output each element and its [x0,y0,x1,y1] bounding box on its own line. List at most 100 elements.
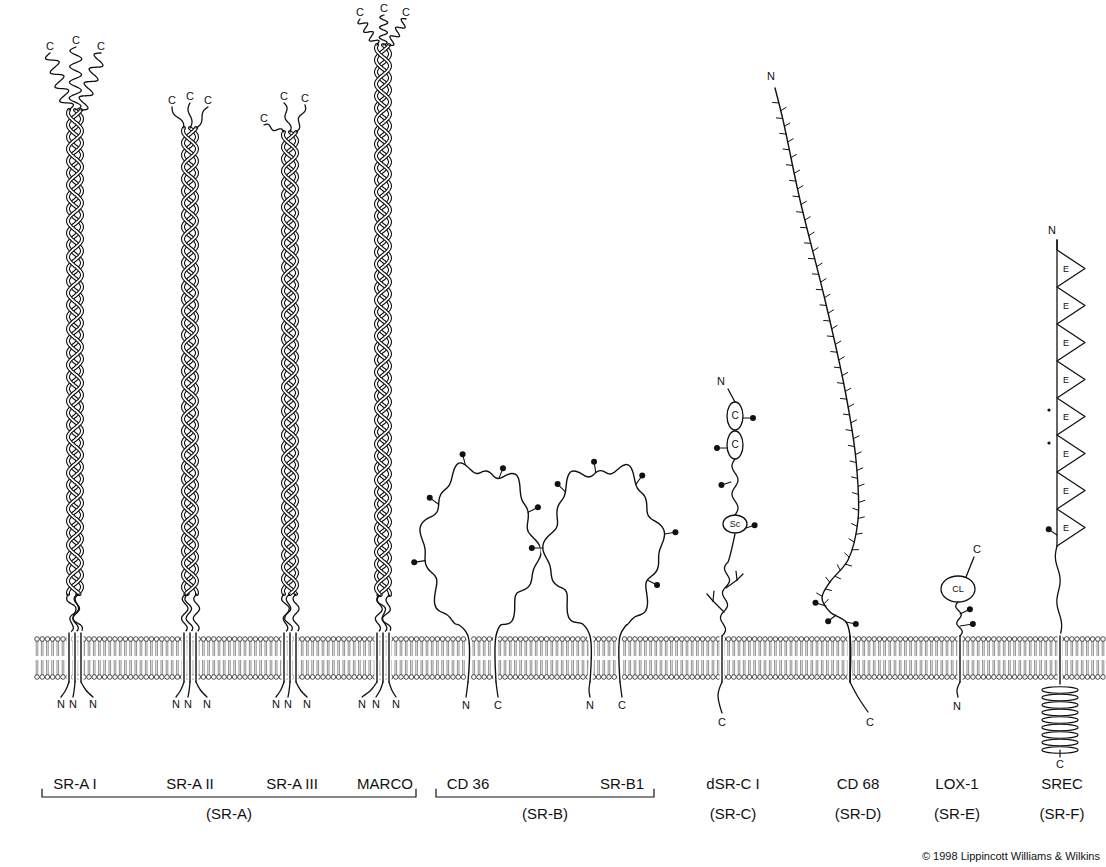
lipid-tail [141,660,142,675]
mucin-chain [775,88,859,682]
lipid-head [508,637,513,642]
lipid-head [872,675,877,680]
lipid-head [773,675,778,680]
lipid-head [305,637,310,642]
class-name: (SR-E) [934,806,980,821]
lipid-tail [219,660,220,675]
coiled-coil-core [68,110,82,594]
lipid-tail [103,660,104,675]
cytoplasmic-tail [466,682,468,697]
domain-letter: E [1063,523,1069,532]
lipid-tail [963,641,964,656]
lipid-tail [202,660,203,675]
lipid-tail [327,641,328,656]
lipid-tail [682,641,683,656]
lipid-tail [1015,660,1016,675]
lipid-tail [651,641,652,656]
lipid-tail [842,660,843,675]
lipid-head [654,675,659,680]
lipid-tail [365,641,366,656]
lipid-head [446,675,451,680]
lipid-tail [999,641,1000,656]
o-glycan-tick [845,564,851,566]
lipid-head [97,675,102,680]
lipid-head [342,637,347,642]
lipid-tail [838,641,839,656]
lipid-head [711,637,716,642]
lipid-head [737,637,742,642]
o-glycan-tick [832,325,837,328]
lipid-tail [842,641,843,656]
lipid-head [747,675,752,680]
lipid-head [867,675,872,680]
lipid-tail [956,660,957,675]
o-glycan-tick [850,461,856,462]
lipid-head [903,637,908,642]
lipid-tail [613,660,614,675]
lipid-head [357,637,362,642]
lipid-tail [868,660,869,675]
lipid-tail [473,660,474,675]
lipid-tail [1098,641,1099,656]
branch-segment [737,574,743,580]
lipid-tail [228,660,229,675]
transmembrane-segment [376,633,377,682]
lipid-tail [1039,660,1040,675]
lipid-tail [306,660,307,675]
lipid-tail [635,641,636,656]
lipid-tail [583,641,584,656]
lipid-tail [270,660,271,675]
lipid-tail [946,641,947,656]
lipid-tail [901,641,902,656]
lipid-tail [774,660,775,675]
lipid-tail [415,641,416,656]
lipid-tail [63,660,64,675]
lipid-head [919,637,924,642]
lipid-tail [712,660,713,675]
lipid-tail [219,641,220,656]
o-glycan-tick [817,263,822,266]
terminus-letter: N [303,699,311,710]
terminus-letter: C [168,95,176,106]
o-glycan-tick [848,404,854,407]
lipid-tail [745,641,746,656]
lipid-head [264,675,269,680]
lipid-tail [235,641,236,656]
lipid-tail [953,641,954,656]
lipid-tail [483,660,484,675]
lipid-tail [947,641,948,656]
lipid-head [914,675,919,680]
lipid-head [622,675,627,680]
lipid-tail [1050,660,1051,675]
lipid-tail [890,660,891,675]
lipid-tail [797,660,798,675]
lipid-head [529,637,534,642]
lipid-tail [873,641,874,656]
lipid-head [274,637,279,642]
lipid-tail [337,660,338,675]
cytoplasmic-tail [589,682,590,697]
o-glycan-tick [816,289,822,291]
lipid-tail [1034,641,1035,656]
lipid-head [810,637,815,642]
cytoplasmic-tail [176,682,184,697]
lipid-head [1007,675,1012,680]
coiled-coil-strand [283,132,297,594]
lipid-tail [1055,641,1056,656]
lipid-head [685,675,690,680]
lipid-tail [993,660,994,675]
lipid-head [602,675,607,680]
terminus-letter: N [1048,225,1056,236]
lipid-head [643,675,648,680]
extracellular-loop [543,464,665,682]
class-name: (SR-A) [206,806,252,821]
lipid-head [778,637,783,642]
lipid-tail [800,641,801,656]
lipid-tail [639,660,640,675]
lipid-head [945,675,950,680]
transmembrane-segment [721,636,722,682]
lipid-tail [691,660,692,675]
lipid-tail [577,641,578,656]
lipid-tail [743,660,744,675]
lipid-head [1002,637,1007,642]
